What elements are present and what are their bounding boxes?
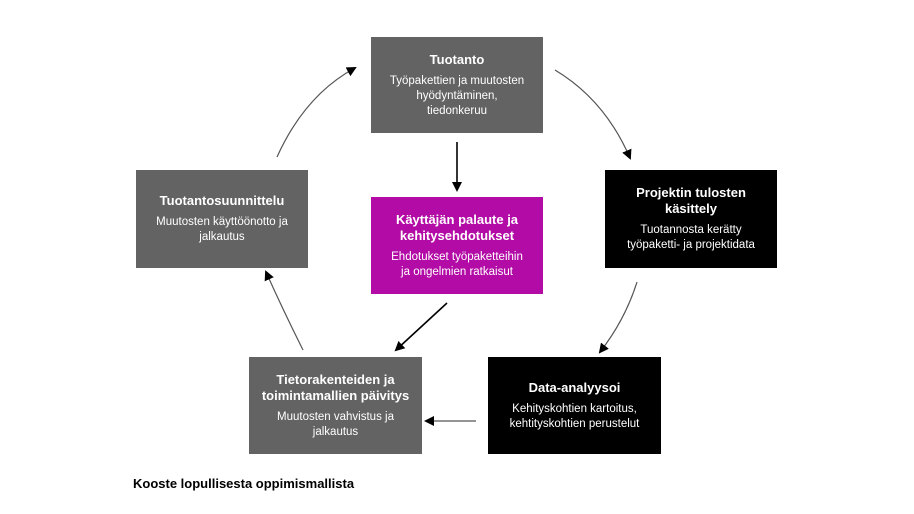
title-line: kehitysehdotukset	[399, 227, 515, 243]
desc-line: jalkautus	[199, 231, 245, 243]
node-projektin-tulosten-kasittely: Projektin tulosten käsittely Tuotannosta…	[605, 170, 777, 268]
desc-line: jalkautus	[312, 425, 359, 438]
desc-line: Muutosten käyttöönotto ja	[156, 216, 288, 228]
node-tuotanto: Tuotanto Työpakettien ja muutosten hyödy…	[371, 37, 543, 133]
desc-line: ja ongelmien ratkaisut	[401, 265, 513, 278]
title-line: Käyttäjän palaute ja	[395, 211, 519, 227]
node-data-analyysoi-title: Data-analyysoi	[528, 379, 621, 395]
arrow-palaute-to-tietorakenteet	[394, 302, 448, 352]
node-palaute-title: Käyttäjän palaute ja kehitysehdotukset	[396, 212, 518, 244]
arrow-projektin-to-data-analyysi	[598, 281, 638, 354]
node-tietorakenteiden-desc: Muutosten vahvistus ja jalkautus	[277, 410, 394, 440]
desc-line: Työpakettien ja muutosten	[389, 74, 525, 87]
desc-line: Ehdotukset työpaketteihin	[391, 250, 523, 263]
node-data-analyysoi: Data-analyysoi Kehityskohtien kartoitus,…	[488, 357, 661, 454]
node-data-analyysoi-desc: Kehityskohtien kartoitus, kehtityskohtie…	[510, 402, 640, 432]
arrow-tuotantosuunnittelu-to-tuotanto	[276, 67, 357, 158]
node-projektin-desc: Tuotannosta kerätty työpaketti- ja proje…	[627, 223, 755, 253]
node-tuotanto-title: Tuotanto	[429, 51, 485, 67]
desc-line: työpaketti- ja projektidata	[627, 239, 755, 251]
desc-line: hyödyntäminen,	[416, 89, 498, 102]
diagram-caption: Kooste lopullisesta oppimismallista	[133, 476, 355, 491]
node-tuotantosuunnittelu-desc: Muutosten käyttöönotto ja jalkautus	[156, 215, 288, 245]
node-tuotanto-desc: Työpakettien ja muutosten hyödyntäminen,…	[390, 74, 524, 119]
title-line: Tietorakenteiden ja	[276, 371, 395, 387]
desc-line: tiedonkeruu	[426, 104, 488, 117]
arrow-tuotanto-to-projektin	[554, 69, 632, 160]
title-line: Projektin tulosten	[636, 185, 746, 200]
node-tuotantosuunnittelu: Tuotantosuunnittelu Muutosten käyttöönot…	[136, 170, 308, 268]
node-kayttajan-palaute: Käyttäjän palaute ja kehitysehdotukset E…	[371, 197, 543, 294]
node-tietorakenteiden-title: Tietorakenteiden ja toimintamallien päiv…	[262, 372, 409, 404]
node-palaute-desc: Ehdotukset työpaketteihin ja ongelmien r…	[391, 250, 523, 280]
desc-line: Muutosten vahvistus ja	[277, 410, 394, 423]
desc-line: Tuotannosta kerätty	[640, 224, 742, 236]
desc-line: Kehityskohtien kartoitus,	[512, 402, 637, 415]
node-tietorakenteiden-paivitys: Tietorakenteiden ja toimintamallien päiv…	[249, 357, 422, 454]
node-projektin-title: Projektin tulosten käsittely	[636, 185, 746, 217]
title-line: toimintamallien päivitys	[261, 387, 410, 403]
title-line: käsittely	[664, 201, 718, 216]
node-tuotantosuunnittelu-title: Tuotantosuunnittelu	[159, 193, 285, 208]
arrow-tietorakenteet-to-tuotantosuunnittelu	[264, 270, 304, 351]
desc-line: kehtityskohtien perustelut	[509, 417, 640, 430]
